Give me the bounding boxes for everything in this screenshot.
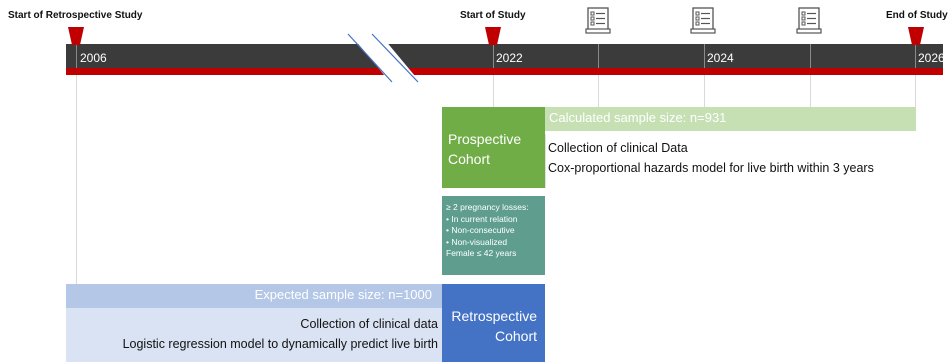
prospective-description: Collection of clinical Data Cox-proporti… bbox=[545, 134, 916, 188]
tick-2026 bbox=[915, 44, 916, 68]
year-label-2006: 2006 bbox=[80, 51, 107, 65]
tick-2006 bbox=[76, 44, 77, 68]
retrospective-description: Collection of clinical data Logistic reg… bbox=[66, 308, 442, 362]
timeline-break-icon bbox=[347, 33, 420, 83]
retrospective-sample-size: Expected sample size: n=1000 bbox=[66, 284, 442, 308]
retrospective-start-label: Start of Retrospective Study bbox=[8, 10, 143, 21]
prospective-sample-size: Calculated sample size: n=931 bbox=[545, 107, 916, 131]
gridline-2006 bbox=[76, 75, 77, 285]
year-label-2022: 2022 bbox=[496, 51, 523, 65]
criteria-heading: ≥ 2 pregnancy losses: bbox=[446, 202, 529, 212]
criteria-footer: Female ≤ 42 years bbox=[446, 248, 517, 258]
questionnaire-icon bbox=[796, 7, 822, 34]
study-end-pin-icon bbox=[908, 27, 924, 45]
study-start-pin-icon bbox=[485, 27, 501, 45]
retrospective-cohort-label-line2: Cohort bbox=[494, 328, 537, 344]
prospective-cohort-label-line1: Prospective bbox=[448, 131, 522, 147]
study-start-label: Start of Study bbox=[460, 10, 526, 21]
prospective-cohort-label-line2: Cohort bbox=[448, 151, 491, 167]
retrospective-cohort-block: Retrospective Cohort bbox=[442, 284, 545, 362]
questionnaire-icon bbox=[690, 7, 716, 34]
tick-2022 bbox=[493, 44, 494, 68]
gridline-2026 bbox=[915, 75, 916, 107]
year-label-2026: 2026 bbox=[918, 51, 945, 65]
timeline-bar bbox=[66, 44, 943, 68]
gridline-2022 bbox=[493, 75, 494, 107]
retrospective-line1: Collection of clinical data bbox=[300, 317, 438, 331]
inclusion-criteria-block: ≥ 2 pregnancy losses: • In current relat… bbox=[442, 196, 545, 275]
gridline-2023 bbox=[598, 75, 599, 107]
tick-2024 bbox=[704, 44, 705, 68]
study-end-label: End of Study bbox=[886, 10, 948, 21]
criteria-item: • Non-visualized bbox=[446, 236, 508, 247]
retrospective-line2: Logistic regression model to dynamically… bbox=[122, 337, 438, 351]
tick-2025 bbox=[810, 44, 811, 68]
year-label-2024: 2024 bbox=[707, 51, 734, 65]
gridline-2024 bbox=[704, 75, 705, 107]
prospective-line1: Collection of clinical Data bbox=[548, 141, 688, 155]
criteria-item: • Non-consecutive bbox=[446, 225, 515, 235]
retrospective-start-pin-icon bbox=[68, 27, 84, 45]
gridline-2025 bbox=[810, 75, 811, 107]
criteria-item: • In current relation bbox=[446, 213, 518, 224]
prospective-cohort-block: Prospective Cohort bbox=[442, 107, 545, 188]
retrospective-cohort-label-line1: Retrospective bbox=[451, 308, 537, 324]
prospective-line2: Cox-proportional hazards model for live … bbox=[548, 161, 874, 175]
timeline-accent bbox=[66, 68, 943, 75]
tick-2023 bbox=[598, 44, 599, 68]
questionnaire-icon bbox=[585, 7, 611, 34]
